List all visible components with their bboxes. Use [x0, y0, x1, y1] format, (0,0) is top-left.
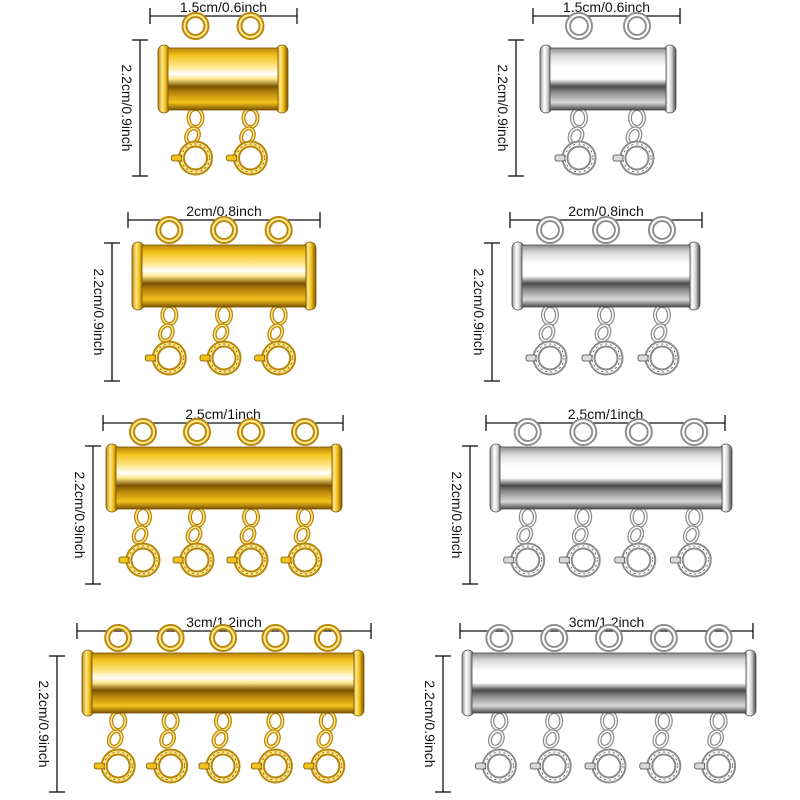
width-label: 3cm/1.2inch: [568, 614, 645, 630]
tube-bar: [521, 244, 691, 308]
tube-bar: [499, 446, 723, 510]
tube-bar: [167, 47, 279, 111]
width-label: 3cm/1.2inch: [186, 614, 262, 630]
tube-bar: [549, 47, 667, 111]
tube-bar: [141, 244, 307, 308]
width-label: 2.5cm/1inch: [185, 406, 261, 422]
width-label: 1.5cm/0.6inch: [562, 0, 651, 15]
width-label: 2cm/0.8inch: [568, 203, 644, 219]
width-label: 2cm/0.8inch: [186, 203, 262, 219]
tube-bar: [471, 652, 747, 714]
width-label: 1.5cm/0.6inch: [179, 0, 268, 15]
tube-bar: [91, 652, 355, 714]
tube-bar: [115, 446, 333, 510]
width-label: 2.5cm/1inch: [567, 406, 644, 422]
